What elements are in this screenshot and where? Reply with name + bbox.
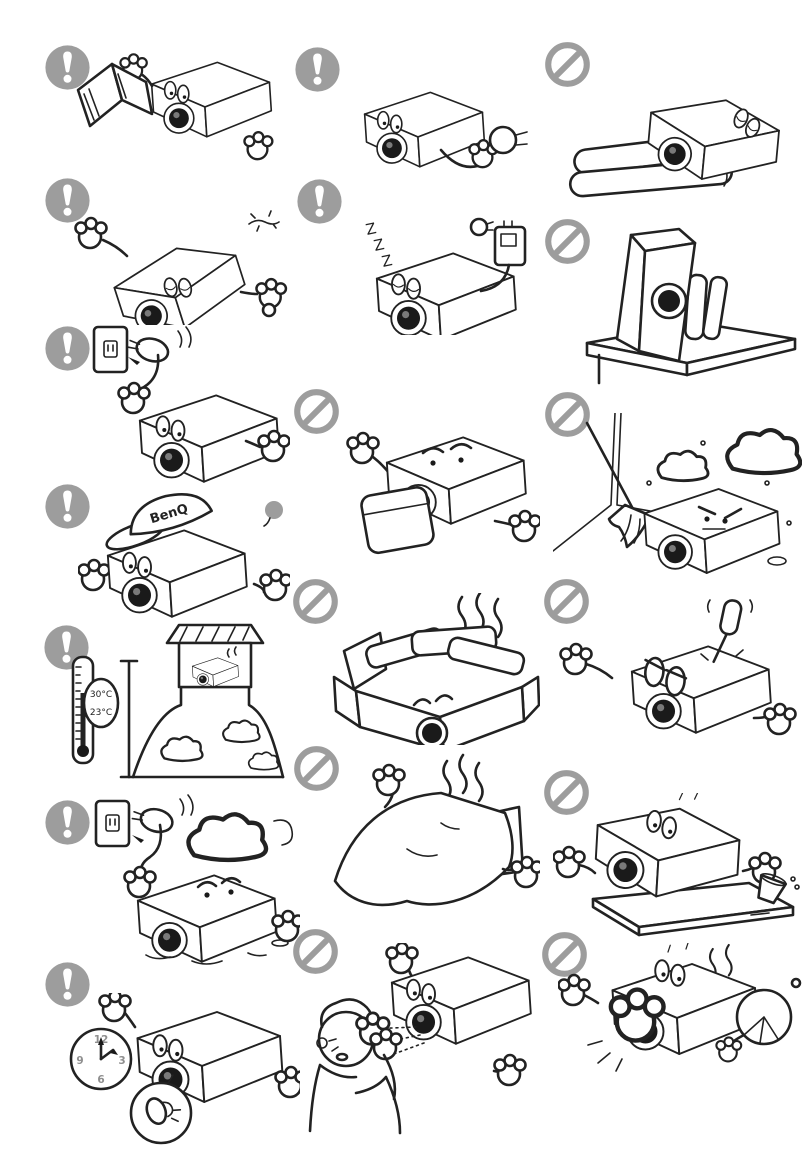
sleep-z: Z bbox=[364, 219, 378, 239]
sleeping-projector-illustration: Z Z Z bbox=[364, 217, 527, 335]
lens-blocked-illustration bbox=[346, 431, 540, 555]
mop bbox=[585, 421, 651, 549]
plug-into-outlet-illustration bbox=[92, 325, 290, 483]
beam-in-eyes-illustration bbox=[308, 943, 532, 1135]
blocking-folder bbox=[360, 486, 435, 555]
books-pile bbox=[342, 625, 526, 691]
user-manual-book bbox=[76, 62, 154, 128]
lamp-magnifier bbox=[129, 1074, 193, 1145]
power-adapter bbox=[479, 220, 527, 293]
temp-low: 23°C bbox=[90, 708, 112, 718]
clock-3: 3 bbox=[118, 1055, 125, 1067]
balloon bbox=[265, 501, 283, 519]
warning-icon bbox=[45, 800, 90, 845]
projector-upright bbox=[615, 227, 697, 363]
sleep-z: Z bbox=[372, 235, 386, 255]
power-plug bbox=[131, 807, 174, 834]
projector bbox=[150, 61, 273, 138]
clock: 12 3 6 9 bbox=[69, 1027, 133, 1091]
screwdriver-illustration bbox=[559, 599, 797, 736]
blocking-hand bbox=[587, 990, 664, 1072]
plug-in-hand-illustration bbox=[363, 91, 528, 169]
clock-9: 9 bbox=[76, 1055, 83, 1067]
benq-cap: BenQ bbox=[105, 492, 213, 551]
cooling-time-illustration: 12 3 6 9 bbox=[69, 993, 300, 1145]
storm-unplug-illustration bbox=[94, 794, 300, 965]
projector bbox=[107, 233, 253, 325]
lizard bbox=[248, 210, 280, 232]
height-measure-line bbox=[119, 659, 139, 779]
sleep-z: Z bbox=[380, 251, 394, 271]
wall-outlet bbox=[92, 325, 129, 374]
dusty-corner-illustration bbox=[553, 413, 802, 574]
power-plug bbox=[127, 337, 170, 363]
cloth bbox=[333, 791, 514, 907]
projector bbox=[136, 874, 278, 963]
storm-cloud bbox=[188, 814, 294, 860]
spilled-cup-illustration bbox=[553, 793, 800, 937]
wall-outlet bbox=[94, 799, 131, 848]
thermometer: 30°C 23°C bbox=[71, 655, 120, 765]
person bbox=[308, 998, 403, 1135]
plug-bubble bbox=[469, 217, 494, 237]
carry-carefully-illustration bbox=[74, 210, 288, 325]
paper-fan bbox=[715, 988, 793, 1063]
books-piled-illustration bbox=[332, 593, 540, 745]
power-plug bbox=[488, 125, 528, 155]
covered-cloth-illustration bbox=[333, 753, 540, 907]
blankets-illustration bbox=[568, 88, 786, 198]
projector bbox=[363, 91, 486, 168]
screwdriver bbox=[712, 599, 743, 664]
benq-cap-illustration: BenQ bbox=[78, 492, 290, 618]
prohibition-icon bbox=[293, 388, 340, 435]
warning-icon bbox=[45, 326, 90, 371]
altitude-temperature-illustration: 30°C 23°C bbox=[71, 623, 285, 779]
clock-6: 6 bbox=[97, 1074, 104, 1086]
projector bbox=[375, 252, 517, 335]
vent-blocking-illustration bbox=[558, 943, 802, 1072]
projector-in-carton bbox=[332, 675, 540, 745]
projector bbox=[611, 943, 759, 1055]
house bbox=[165, 623, 265, 689]
projector bbox=[390, 956, 532, 1045]
temp-high: 30°C bbox=[90, 690, 112, 700]
projector bbox=[588, 793, 746, 907]
projector bbox=[643, 488, 781, 574]
read-manual-illustration bbox=[76, 53, 274, 161]
upright-on-table-illustration bbox=[585, 227, 797, 385]
prohibition-icon bbox=[544, 41, 591, 88]
spilled-cup bbox=[757, 873, 788, 905]
